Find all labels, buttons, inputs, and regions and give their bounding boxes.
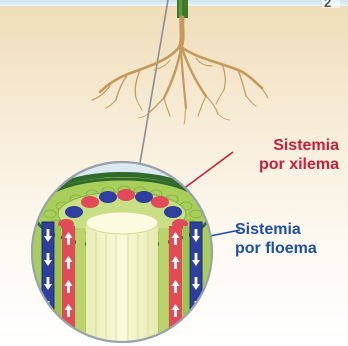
xylem-label: Sistemia por xilema <box>229 136 339 174</box>
xylem-label-line1: Sistemia <box>229 136 339 155</box>
phloem-label: Sistemia por floema <box>235 220 345 258</box>
phloem-label-line1: Sistemia <box>235 220 345 239</box>
sky-band <box>0 0 348 6</box>
stem <box>177 0 188 18</box>
svg-text:2: 2 <box>324 0 331 10</box>
phloem-label-line2: por floema <box>235 239 345 258</box>
xylem-label-line2: por xilema <box>229 155 339 174</box>
